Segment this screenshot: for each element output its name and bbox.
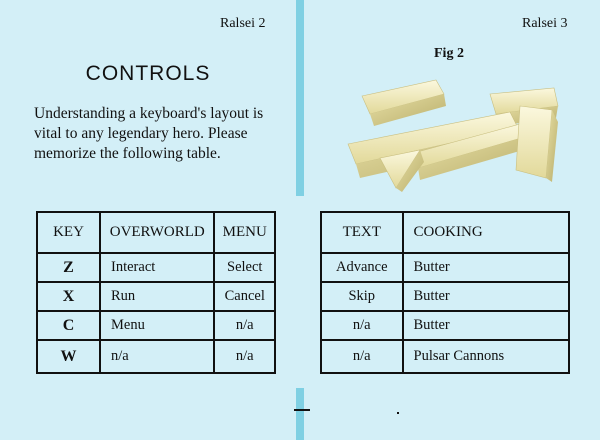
cooking-cell: Pulsar Cannons <box>401 339 570 374</box>
table-row: Advance Butter <box>320 252 570 283</box>
key-cell: X <box>35 281 102 312</box>
table-row: X Run Cancel <box>35 281 276 312</box>
menu-cell: n/a <box>213 310 276 341</box>
overworld-cell: Interact <box>99 252 216 283</box>
column-header-key: KEY <box>35 211 102 254</box>
intro-paragraph: Understanding a keyboard's layout is vit… <box>34 105 264 162</box>
table-row: n/a Pulsar Cannons <box>320 339 570 374</box>
page-title: CONTROLS <box>85 62 211 85</box>
page-number: Ralsei 2 <box>220 16 266 31</box>
figure-label: Fig 2 <box>434 46 464 61</box>
table-header-row: KEY OVERWORLD MENU <box>35 211 276 254</box>
key-cell: Z <box>35 252 102 283</box>
cooking-cell: Butter <box>401 281 570 312</box>
table-row: C Menu n/a <box>35 310 276 341</box>
overworld-cell: n/a <box>99 339 216 374</box>
book-spine-gap <box>296 196 304 388</box>
dot-mark <box>397 412 399 414</box>
table-row: W n/a n/a <box>35 339 276 374</box>
controls-table-left: KEY OVERWORLD MENU Z Interact Select X R… <box>35 211 276 374</box>
menu-cell: Select <box>213 252 276 283</box>
table-header-row: TEXT COOKING <box>320 211 570 254</box>
text-cell: n/a <box>320 339 404 374</box>
key-cell: W <box>35 339 102 374</box>
table-row: Skip Butter <box>320 281 570 312</box>
cooking-cell: Butter <box>401 252 570 283</box>
butter-sticks-icon <box>347 79 559 192</box>
text-cell: Skip <box>320 281 404 312</box>
overworld-cell: Menu <box>99 310 216 341</box>
column-header-overworld: OVERWORLD <box>99 211 216 254</box>
book-spine-top <box>296 0 304 196</box>
column-header-text: TEXT <box>320 211 404 254</box>
text-cell: Advance <box>320 252 404 283</box>
menu-cell: Cancel <box>213 281 276 312</box>
key-cell: C <box>35 310 102 341</box>
column-header-cooking: COOKING <box>401 211 570 254</box>
book-spine-bottom <box>296 388 304 440</box>
table-row: Z Interact Select <box>35 252 276 283</box>
text-cell: n/a <box>320 310 404 341</box>
table-row: n/a Butter <box>320 310 570 341</box>
column-header-menu: MENU <box>213 211 276 254</box>
controls-table-right: TEXT COOKING Advance Butter Skip Butter … <box>320 211 570 374</box>
left-page: Ralsei 2 CONTROLS Understanding a keyboa… <box>0 0 296 440</box>
menu-cell: n/a <box>213 339 276 374</box>
cooking-cell: Butter <box>401 310 570 341</box>
right-page: Ralsei 3 Fig 2 <box>304 0 600 440</box>
overworld-cell: Run <box>99 281 216 312</box>
page-number: Ralsei 3 <box>522 16 568 31</box>
text-cursor-mark <box>294 409 310 411</box>
